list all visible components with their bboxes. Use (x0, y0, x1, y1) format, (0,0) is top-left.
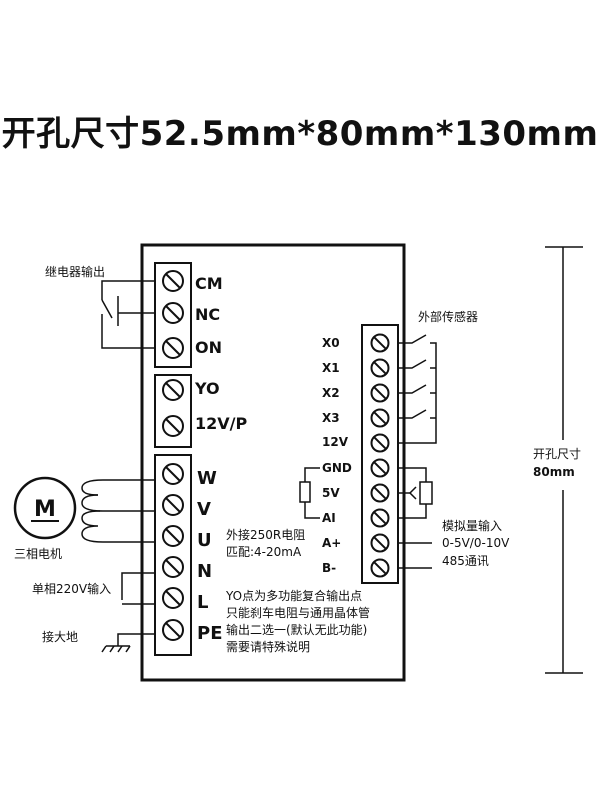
screw-terminal-relay-0 (162, 270, 184, 292)
terminal-label-yo: YO (194, 379, 220, 398)
screw-terminal-power-1 (162, 494, 184, 516)
terminal-label-x0: X0 (322, 336, 340, 350)
note-resistor-1: 外接250R电阻 (226, 527, 305, 542)
sensor-label: 外部传感器 (418, 309, 478, 324)
terminal-label-x3: X3 (322, 411, 340, 425)
note-yo-4: 需要请特殊说明 (226, 639, 310, 654)
page-title: 开孔尺寸52.5mm*80mm*130mm (1, 114, 599, 154)
screw-terminal-power-0 (162, 463, 184, 485)
comm-label: 485通讯 (442, 554, 489, 568)
terminal-label-x2: X2 (322, 386, 340, 400)
screw-terminal-signal-9 (370, 558, 390, 578)
dimension-label-2: 80mm (533, 465, 575, 479)
screw-terminal-power-2 (162, 525, 184, 547)
controller-housing (140, 243, 406, 682)
screw-terminal-relay-2 (162, 337, 184, 359)
motor-symbol: M (34, 497, 56, 522)
relay-contact-icon (101, 280, 155, 349)
terminal-label-u: U (197, 530, 212, 551)
terminal-label-x1: X1 (322, 361, 340, 375)
motor-coils (81, 479, 155, 543)
ground-label: 接大地 (42, 629, 78, 644)
dimension-marker (545, 246, 583, 674)
terminal-label-ai: AI (322, 511, 336, 525)
terminal-label-nc: NC (195, 305, 220, 324)
note-yo-3: 输出二选一(默认无此功能) (226, 622, 367, 637)
terminal-label-12vp: 12V/P (195, 414, 247, 433)
resistor-icon (299, 481, 311, 503)
motor-icon: M (13, 476, 77, 540)
relay-output-label: 继电器输出 (45, 264, 105, 279)
dimension-label-1: 开孔尺寸 (533, 447, 581, 461)
screw-terminal-signal-4 (370, 433, 390, 453)
note-yo-2: 只能刹车电阻与通用晶体管 (226, 605, 370, 620)
terminal-label-pe: PE (197, 623, 223, 644)
single-phase-label: 单相220V输入 (32, 581, 111, 596)
screw-terminal-signal-1 (370, 358, 390, 378)
terminal-block-signal (361, 324, 399, 584)
terminal-block-power (154, 454, 192, 656)
analog-input-label: 模拟量输入 (442, 518, 502, 533)
terminal-label-cm: CM (195, 274, 223, 293)
note-yo-1: YO点为多功能复合输出点 (225, 588, 362, 603)
sensor-switch-icons (398, 334, 437, 444)
terminal-label-5v: 5V (322, 486, 340, 500)
screw-terminal-signal-3 (370, 408, 390, 428)
terminal-label-12v: 12V (322, 435, 349, 449)
screw-terminal-signal-2 (370, 383, 390, 403)
terminal-label-bminus: B- (322, 561, 336, 575)
motor-label: 三相电机 (14, 547, 62, 561)
potentiometer-icon (398, 467, 433, 519)
terminal-label-w: W (197, 468, 217, 489)
screw-terminal-signal-5 (370, 458, 390, 478)
terminal-block-relay (154, 262, 192, 368)
screw-terminal-yo-0 (162, 379, 184, 401)
screw-terminal-signal-6 (370, 483, 390, 503)
terminal-label-n: N (197, 561, 212, 582)
terminal-label-gnd: GND (322, 461, 352, 475)
screw-terminal-power-3 (162, 556, 184, 578)
screw-terminal-signal-7 (370, 508, 390, 528)
note-resistor-2: 匹配:4-20mA (226, 545, 302, 559)
ground-icon (101, 633, 155, 653)
terminal-label-v: V (197, 499, 211, 520)
screw-terminal-relay-1 (162, 302, 184, 324)
screw-terminal-signal-8 (370, 533, 390, 553)
terminal-label-l: L (197, 592, 208, 613)
screw-terminal-power-5 (162, 619, 184, 641)
screw-terminal-signal-0 (370, 333, 390, 353)
terminal-label-on: ON (195, 338, 222, 357)
terminal-label-aplus: A+ (322, 536, 341, 550)
analog-range-label: 0-5V/0-10V (442, 536, 510, 550)
screw-terminal-power-4 (162, 587, 184, 609)
terminal-block-yo (154, 374, 192, 448)
screw-terminal-yo-1 (162, 415, 184, 437)
single-phase-wiring (121, 572, 155, 605)
